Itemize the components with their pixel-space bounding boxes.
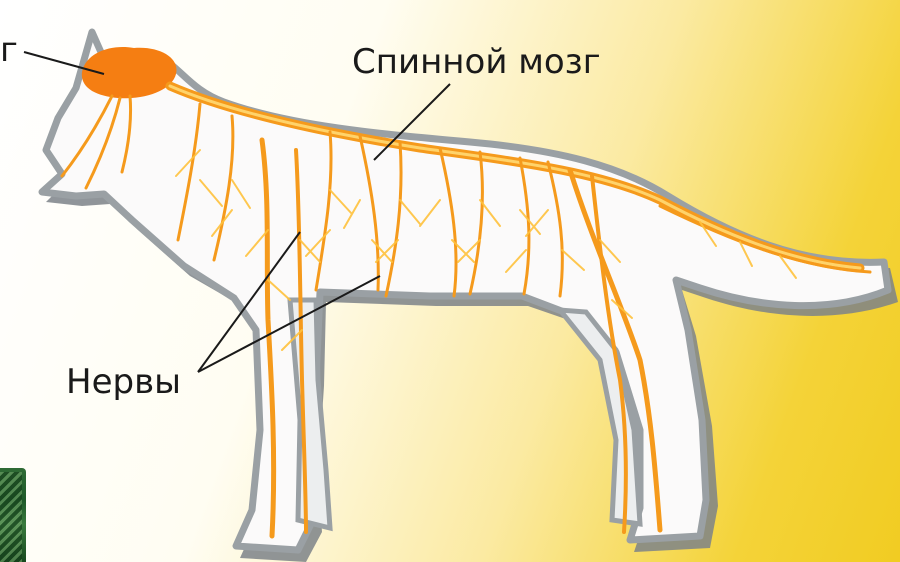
label-brain: г bbox=[0, 30, 18, 70]
label-nerves: Нервы bbox=[66, 362, 181, 402]
wolf-body bbox=[42, 32, 888, 550]
label-spinal-cord: Спинной мозг bbox=[352, 42, 601, 82]
